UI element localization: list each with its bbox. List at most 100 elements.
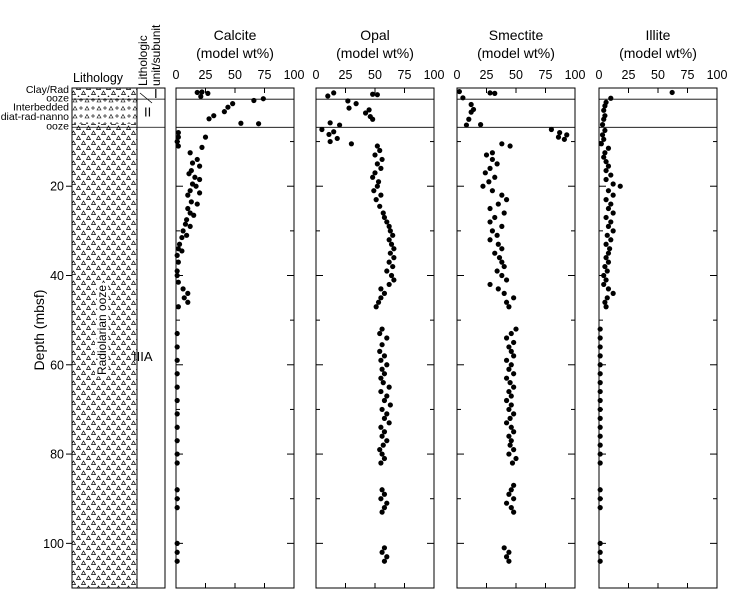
data-point-opal-94 [381, 558, 388, 564]
data-point-smectite-85 [508, 487, 514, 493]
data-point-calcite-70 [174, 540, 180, 546]
data-point-smectite-88 [503, 500, 510, 506]
data-point-opal-59 [377, 348, 383, 354]
data-point-opal-23 [374, 161, 380, 167]
data-point-smectite-63 [511, 371, 517, 377]
data-point-illite-61 [597, 433, 603, 439]
lithology-boundaries [72, 98, 165, 128]
data-point-calcite-63 [174, 424, 180, 430]
data-point-calcite-29 [187, 188, 193, 194]
data-point-opal-52 [378, 295, 384, 301]
panel-subtitle-opal: (model wt%) [336, 45, 414, 61]
data-point-illite-41 [601, 272, 607, 279]
depth-tick-label-4: 100 [43, 537, 64, 551]
data-point-opal-17 [327, 138, 333, 145]
x-tick-label-smectite-1: 25 [480, 68, 494, 82]
data-point-calcite-40 [180, 228, 186, 234]
data-point-smectite-49 [501, 290, 507, 296]
data-point-illite-46 [604, 295, 610, 301]
data-point-opal-82 [379, 451, 385, 457]
data-point-illite-7 [599, 122, 606, 128]
data-point-smectite-64 [503, 375, 510, 381]
unit-column-header-line-1: Lithologic [136, 35, 150, 86]
x-tick-label-smectite-3: 75 [539, 68, 553, 82]
data-point-illite-18 [608, 172, 614, 178]
data-point-illite-56 [597, 388, 603, 395]
data-point-illite-65 [597, 487, 603, 493]
lithology-radiolarian-ooze-fill [72, 124, 137, 588]
data-point-smectite-17 [489, 150, 495, 156]
data-point-smectite-55 [503, 335, 510, 341]
data-point-calcite-47 [175, 259, 181, 265]
data-point-opal-33 [380, 210, 386, 216]
data-point-opal-37 [387, 228, 393, 234]
data-point-calcite-37 [184, 217, 190, 223]
data-point-opal-25 [372, 170, 378, 176]
unit-column-header: Lithologic unit/subunit [136, 24, 163, 86]
data-point-calcite-19 [187, 150, 193, 156]
data-point-calcite-30 [197, 190, 203, 196]
data-point-illite-50 [597, 335, 603, 341]
data-point-opal-26 [370, 174, 376, 180]
depth-tick-label-2: 60 [50, 358, 64, 372]
data-point-illite-66 [597, 496, 603, 502]
data-point-smectite-24 [486, 179, 492, 185]
data-point-smectite-82 [513, 455, 519, 462]
data-point-calcite-5 [251, 97, 257, 104]
data-point-smectite-22 [482, 170, 488, 176]
data-point-calcite-17 [202, 134, 209, 140]
lithology-column-header: Lithology [73, 71, 124, 85]
panel-title-calcite: Calcite [214, 27, 257, 43]
x-tick-label-calcite-0: 0 [173, 68, 180, 82]
data-point-illite-37 [603, 255, 609, 261]
data-point-calcite-1 [199, 89, 205, 95]
data-point-illite-33 [608, 237, 614, 243]
data-point-opal-45 [390, 263, 396, 270]
data-point-illite-45 [610, 290, 616, 296]
data-point-calcite-15 [174, 138, 180, 145]
data-point-smectite-75 [508, 424, 514, 430]
data-point-smectite-7 [466, 116, 472, 122]
data-point-illite-30 [605, 223, 612, 229]
data-point-illite-21 [617, 183, 623, 189]
data-point-calcite-71 [174, 549, 180, 555]
data-point-calcite-8 [221, 109, 227, 115]
data-point-illite-35 [607, 246, 613, 252]
data-point-opal-20 [377, 147, 383, 154]
data-point-opal-62 [384, 362, 390, 368]
data-point-opal-70 [381, 397, 388, 404]
x-tick-label-illite-3: 75 [681, 68, 695, 82]
data-point-opal-78 [379, 433, 385, 439]
data-point-illite-64 [597, 460, 603, 466]
data-point-illite-9 [599, 132, 606, 138]
data-point-opal-36 [386, 223, 392, 229]
data-point-smectite-66 [511, 384, 517, 390]
data-point-opal-5 [353, 101, 359, 107]
data-point-opal-53 [375, 299, 382, 305]
data-point-smectite-86 [506, 491, 512, 497]
data-point-opal-30 [378, 192, 384, 198]
data-point-smectite-52 [506, 304, 512, 310]
data-point-calcite-36 [191, 212, 197, 218]
data-point-calcite-52 [185, 290, 191, 296]
data-point-calcite-25 [192, 174, 198, 180]
data-point-smectite-39 [499, 246, 505, 252]
data-point-smectite-26 [489, 188, 495, 194]
data-point-opal-7 [366, 107, 372, 113]
data-point-opal-75 [386, 420, 392, 426]
data-point-calcite-42 [179, 234, 185, 241]
x-tick-label-opal-1: 25 [339, 68, 353, 82]
data-point-opal-56 [377, 330, 383, 337]
data-point-calcite-45 [179, 248, 185, 254]
data-point-calcite-24 [186, 171, 192, 177]
data-point-illite-16 [605, 163, 612, 169]
data-point-calcite-34 [185, 205, 191, 212]
data-point-smectite-2 [492, 90, 498, 96]
data-point-smectite-71 [506, 406, 512, 413]
x-tick-label-illite-1: 25 [622, 68, 636, 82]
data-point-opal-93 [384, 554, 390, 560]
data-point-calcite-56 [174, 330, 180, 337]
data-point-smectite-32 [492, 214, 498, 221]
data-point-smectite-91 [501, 545, 507, 551]
